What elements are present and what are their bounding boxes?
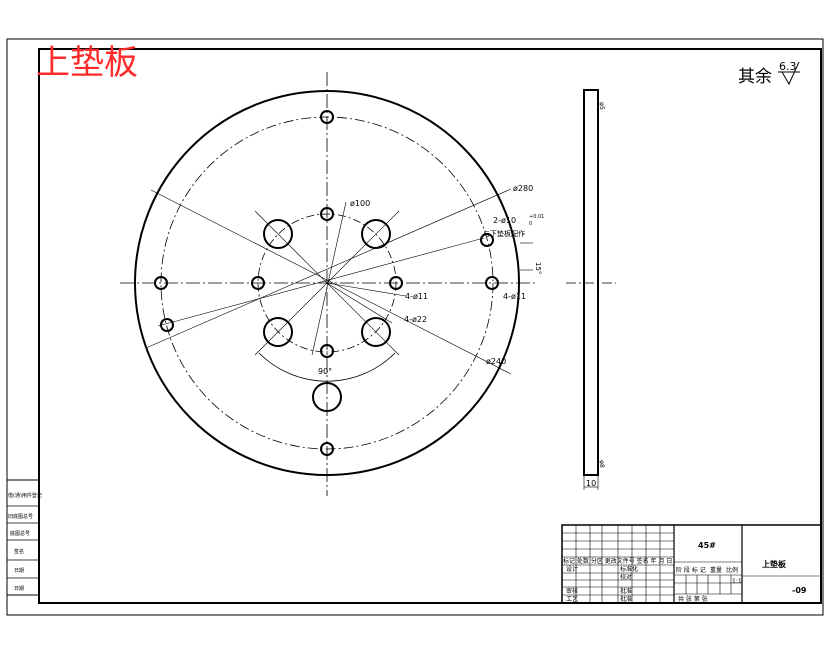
left-strip-row: 底图总号 — [10, 530, 30, 537]
large-hole — [361, 317, 391, 347]
leader-dia240 — [150, 189, 512, 375]
small-hole — [320, 207, 334, 221]
tb-part-name: 上垫板 — [762, 559, 787, 569]
side-plate — [583, 89, 599, 476]
inner-frame — [38, 48, 822, 604]
tb-approve: 批准 — [620, 595, 632, 603]
tb-sheet-info: 共 张 第 张 — [678, 595, 708, 603]
tb-scale-value: 1:1 — [732, 578, 742, 585]
roughness-note: 其余 6.3 — [738, 60, 800, 87]
dim-thickness: 10 — [586, 479, 596, 488]
tb-review: 审核 — [566, 587, 578, 595]
roughness-value: 6.3 — [779, 60, 797, 73]
leader-dia280 — [145, 188, 512, 349]
tb-weight: 重量 — [710, 566, 722, 574]
roughness-prefix: 其余 — [738, 67, 772, 87]
roughness-symbol-icon — [778, 61, 800, 86]
tb-scale-label: 比例 — [726, 566, 738, 574]
small-hole — [389, 276, 403, 290]
large-hole — [361, 219, 391, 249]
tb-stage-label: 阶 段 标 记 — [676, 566, 706, 574]
small-hole — [320, 110, 334, 124]
dim-pcd-inner: ø100 — [350, 199, 370, 208]
side-view: 10 φ5 φ8 — [566, 89, 616, 490]
small-hole — [485, 276, 499, 290]
tb-standardize: 标准化 — [620, 565, 638, 573]
outer-small-holes — [154, 110, 499, 456]
angle-arc-90 — [258, 352, 396, 382]
left-strip-row: 日期 — [14, 586, 24, 592]
tb-approve-label: 批准 — [620, 587, 632, 595]
left-strip-row: 日期 — [14, 568, 24, 574]
dim-pin-tol-lower: 0 — [529, 221, 532, 227]
dim-pin-note: 与下垫板配作 — [483, 229, 525, 238]
dim-holes-inner: 4-ø11 — [405, 292, 428, 301]
dim-side-bottom: φ8 — [598, 460, 605, 468]
small-hole — [154, 276, 168, 290]
dim-side-top: φ5 — [598, 102, 605, 110]
dim-outer-dia: ø280 — [513, 184, 533, 193]
dim-pin-holes: 2-ø10 — [493, 216, 516, 225]
title-block-border — [561, 524, 822, 604]
dim-angle-side: 15° — [534, 262, 542, 274]
left-strip-row: 旧底图总号 — [8, 513, 33, 520]
left-strip-row: 借(通)用件登记 — [8, 492, 42, 499]
tb-check: 校对 — [620, 573, 632, 581]
leader-pin — [157, 237, 485, 327]
outer-frame — [6, 38, 824, 616]
small-hole — [320, 344, 334, 358]
center-bottom-hole — [312, 382, 342, 412]
dim-pcd-mid: ø240 — [486, 357, 506, 366]
small-hole — [320, 442, 334, 456]
left-strip-border — [6, 479, 40, 596]
drawing-title: 上垫板 — [36, 43, 138, 83]
dim-angle-90: 90° — [318, 367, 332, 376]
large-hole — [263, 219, 293, 249]
large-holes — [263, 219, 391, 347]
left-strip-row: 签名 — [14, 548, 24, 555]
left-strip-table: 借(通)用件登记 旧底图总号 底图总号 签名 日期 日期 — [6, 479, 42, 596]
title-block: 标记 处数 分区 更改文件号 签名 年 月 日 设计 标准化 校对 审核 批准 … — [561, 524, 822, 604]
leader-dia100 — [311, 201, 347, 356]
tb-material: 45# — [698, 541, 716, 550]
tb-header-row: 标记 处数 分区 更改文件号 签名 年 月 日 — [563, 557, 672, 565]
pin-hole — [160, 318, 174, 332]
front-view: ø280 ø240 ø100 2-ø10 +0.01 0 与下垫板配作 4-ø1… — [120, 72, 544, 496]
dim-holes-large: 4-ø22 — [404, 315, 427, 324]
leader-4-22 — [326, 282, 393, 324]
pin-hole — [480, 233, 494, 247]
leader-4-11-inner — [326, 282, 407, 297]
inner-small-holes — [251, 207, 403, 358]
large-hole — [263, 317, 293, 347]
tb-design: 设计 — [566, 565, 578, 573]
tb-process: 工艺 — [566, 595, 578, 603]
dim-holes-outer: 4-ø11 — [503, 292, 526, 301]
small-hole — [251, 276, 265, 290]
dim-pin-tol-upper: +0.01 — [529, 214, 544, 220]
tb-drawing-no: -09 — [792, 586, 807, 595]
